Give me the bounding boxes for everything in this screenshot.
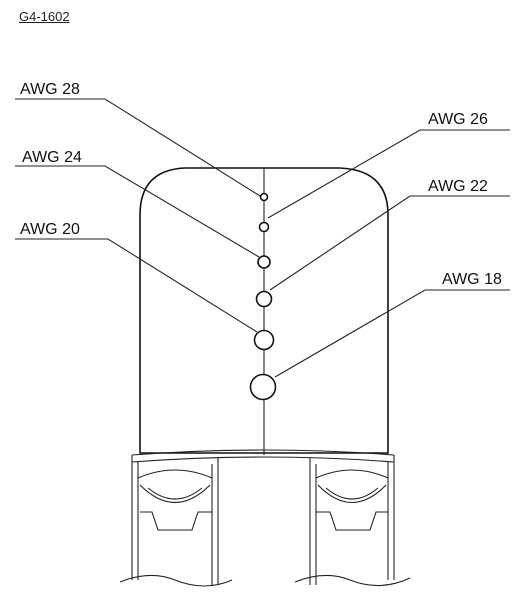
leader-awg-28 bbox=[15, 98, 261, 197]
crimp-hole-awg-24 bbox=[257, 255, 271, 269]
label-awg-28: AWG 28 bbox=[20, 81, 80, 98]
crimp-hole-awg-20 bbox=[253, 329, 275, 351]
label-awg-18: AWG 18 bbox=[442, 271, 502, 288]
leader-awg-24 bbox=[15, 165, 260, 258]
part-number: G4-1602 bbox=[19, 9, 70, 24]
crimp-hole-awg-18 bbox=[249, 373, 277, 401]
label-awg-20: AWG 20 bbox=[20, 221, 80, 238]
crimp-hole-awg-28 bbox=[259, 192, 269, 202]
crimp-hole-awg-26 bbox=[258, 221, 270, 233]
leader-awg-22 bbox=[269, 195, 510, 291]
crimp-hole-awg-22 bbox=[255, 290, 273, 308]
leader-awg-18 bbox=[274, 289, 510, 378]
die-lower-jaws bbox=[119, 449, 411, 587]
label-awg-24: AWG 24 bbox=[22, 149, 82, 166]
leader-awg-20 bbox=[15, 238, 258, 333]
leader-lines bbox=[15, 98, 510, 378]
leader-awg-26 bbox=[267, 129, 510, 219]
label-awg-26: AWG 26 bbox=[428, 111, 488, 128]
label-awg-22: AWG 22 bbox=[428, 178, 488, 195]
